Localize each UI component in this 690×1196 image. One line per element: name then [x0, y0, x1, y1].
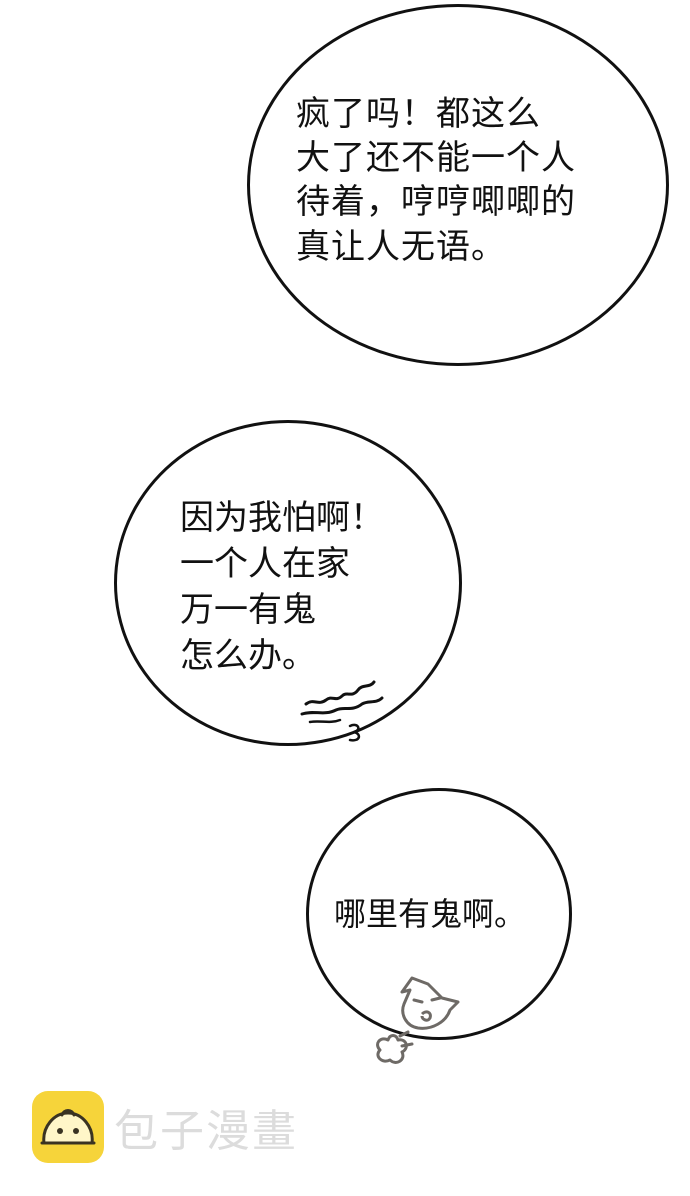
- speech-bubble-1: [247, 4, 669, 366]
- speech-bubble-2: [114, 420, 462, 746]
- watermark: 包子漫畫: [32, 1090, 298, 1164]
- watermark-text: 包子漫畫: [114, 1106, 298, 1157]
- speech-text-2: 因为我怕啊！ 一个人在家 万一有鬼 怎么办。: [180, 498, 384, 676]
- huff-face-doodle-icon: [376, 976, 460, 1064]
- speech-text-3: 哪里有鬼啊。: [334, 895, 527, 933]
- speech-bubble-3: [306, 788, 572, 1040]
- shiver-scribble-icon: [300, 680, 384, 742]
- bun-logo-icon: [32, 1091, 104, 1163]
- speech-text-1: 疯了吗！都这么 大了还不能一个人 待着，哼哼唧唧的 真让人无语。: [296, 94, 576, 267]
